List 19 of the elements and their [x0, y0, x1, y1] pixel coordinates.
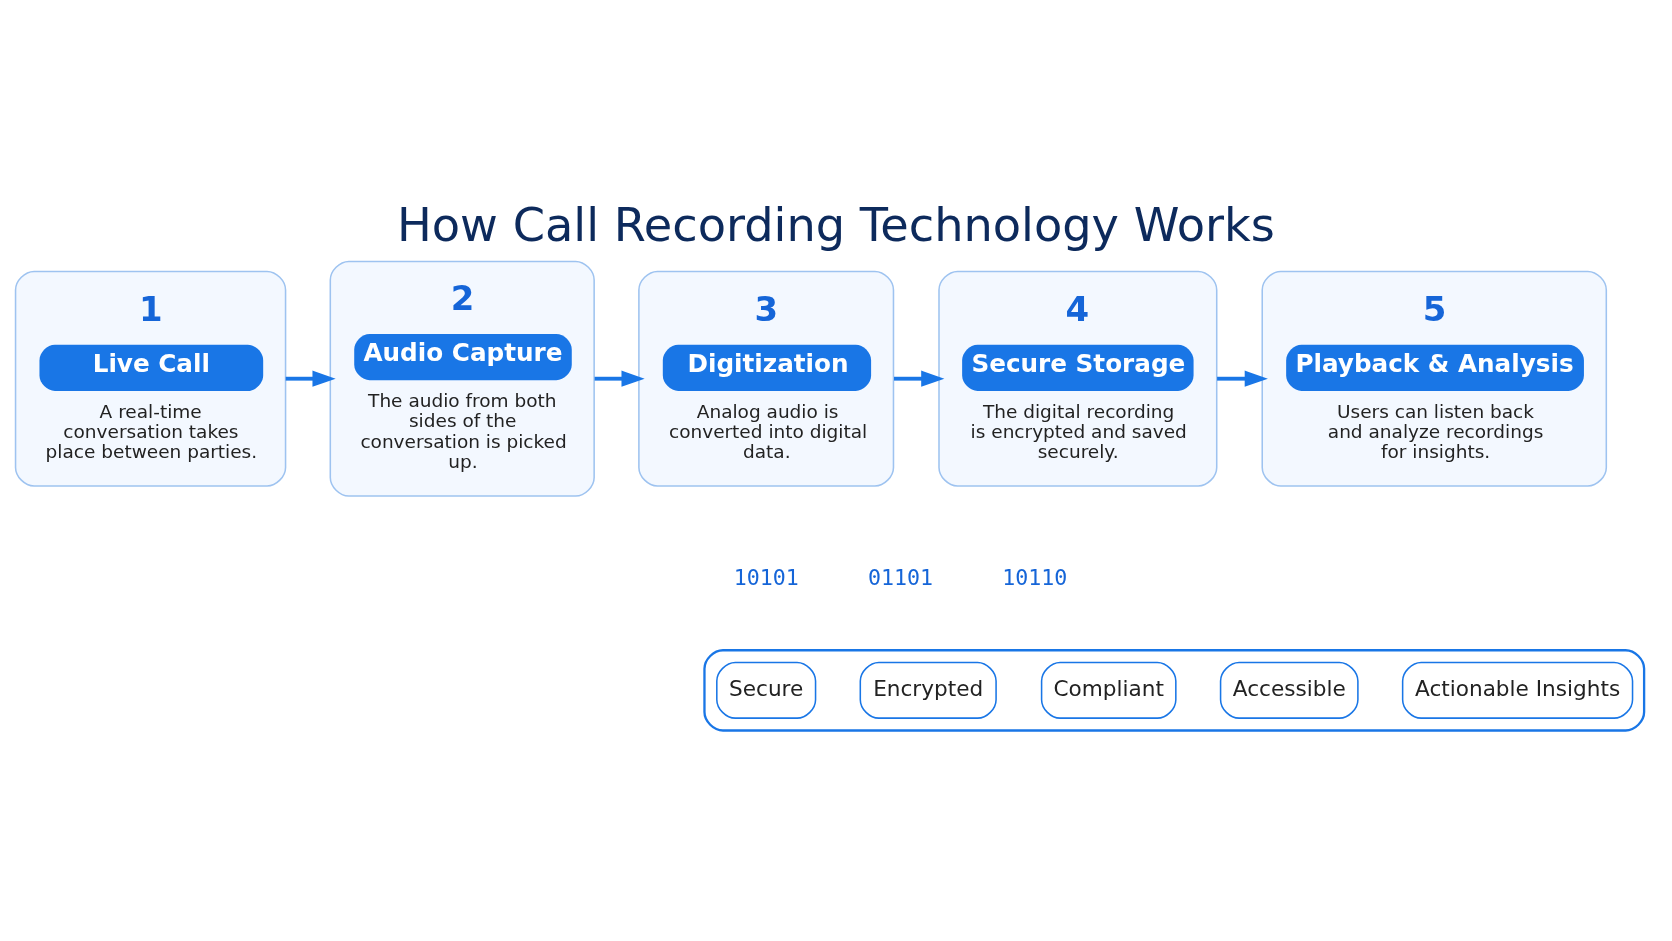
diagram-title: How Call Recording Technology Works — [397, 198, 1275, 253]
node-box: 4 Secure Storage The digital recording is encrypted and saved securely. — [938, 270, 1218, 487]
label: 01101 — [867, 564, 933, 590]
arrow — [594, 370, 645, 387]
node-box: 3 Digitization Analog audio is converted into digital data. — [638, 270, 895, 487]
node-box: Accessible — [1219, 661, 1359, 719]
node-box: Actionable Insights — [1401, 661, 1634, 719]
arrow — [1217, 370, 1268, 387]
node-box: 5 Playback & Analysis Users can listen back and analyze recordings for insights. — [1261, 270, 1608, 487]
label: 10101 — [733, 564, 799, 590]
arrow — [894, 370, 945, 387]
cluster — [703, 649, 1646, 732]
node-box: 1 Live Call A real-time conversation takes place between parties. — [14, 270, 287, 487]
node-box: Encrypted — [859, 661, 997, 719]
arrow — [285, 370, 336, 387]
node-box: 2 Audio Capture The audio from both sides of the conversation is picked up. — [329, 260, 595, 497]
node-box: Secure — [716, 661, 817, 719]
node-box: Compliant — [1040, 661, 1177, 719]
label: 10110 — [1002, 564, 1068, 590]
